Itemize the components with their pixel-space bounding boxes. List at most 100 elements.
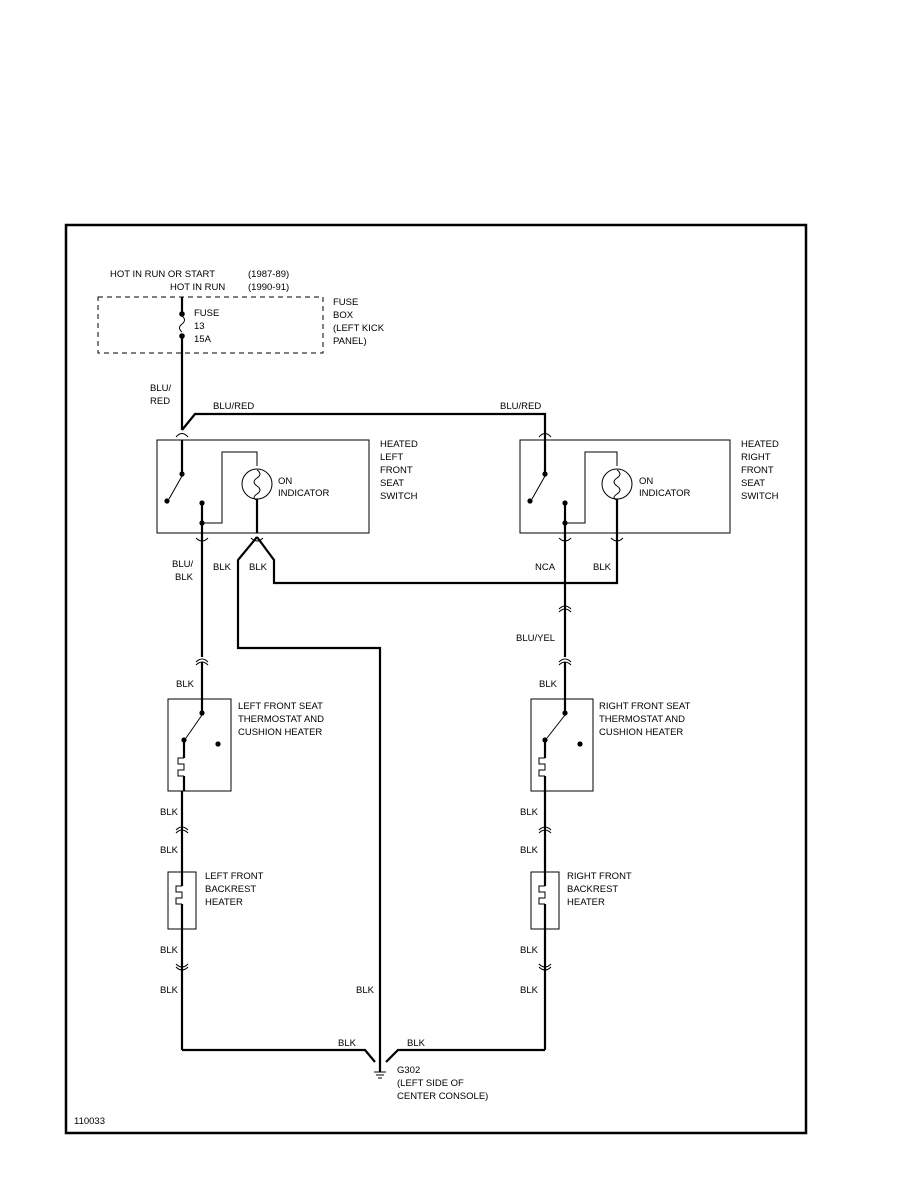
left-switch-label-1: HEATED <box>380 439 418 450</box>
connector-left-switch-top <box>175 433 189 438</box>
left-on-indicator-lamp <box>241 468 273 533</box>
right-switch-label-3: FRONT <box>741 465 774 476</box>
wire-label-blk-p: BLK <box>338 1038 357 1049</box>
wire-label-blk-h: BLK <box>520 807 539 818</box>
wire-label-blk-e: BLK <box>176 679 195 690</box>
wire-label-blk-o: BLK <box>356 985 375 996</box>
right-backrest-heater-element <box>538 885 546 905</box>
wire-label-blu-yel: BLU/YEL <box>516 633 555 644</box>
left-backrest-label-1: LEFT FRONT <box>205 871 264 882</box>
wire-label-blk-a: BLK <box>175 572 194 583</box>
wire-label-blk-m: BLK <box>160 985 179 996</box>
left-indicator-label-1: ON <box>278 476 292 487</box>
fuse-13-symbol <box>179 297 185 353</box>
connector-left-switch-out2 <box>250 537 264 542</box>
wire-label-red: RED <box>150 396 170 407</box>
right-backrest-label-2: BACKREST <box>567 884 618 895</box>
left-thermo-label-1: LEFT FRONT SEAT <box>238 701 323 712</box>
left-switch-label-3: FRONT <box>380 465 413 476</box>
connector-left-mid-1 <box>175 826 189 831</box>
connector-right-inline-1 <box>558 605 572 610</box>
left-switch-label-5: SWITCH <box>380 491 418 502</box>
label-fuse-box-1: FUSE <box>333 297 358 308</box>
label-fuse-box-3: (LEFT KICK <box>333 323 385 334</box>
left-backrest-label-2: BACKREST <box>205 884 256 895</box>
diagram-frame <box>64 223 808 1135</box>
figure-id: 110033 <box>74 1116 105 1127</box>
right-switch-label-1: HEATED <box>741 439 779 450</box>
right-thermo-label-1: RIGHT FRONT SEAT <box>599 701 691 712</box>
label-fuse-box-4: PANEL) <box>333 336 367 347</box>
right-backrest-label-1: RIGHT FRONT <box>567 871 632 882</box>
label-fuse-box-2: BOX <box>333 310 354 321</box>
left-switch-box <box>156 439 370 534</box>
connector-left-thermo-top-1 <box>195 658 209 663</box>
wire-label-blu-red-right: BLU/RED <box>500 401 541 412</box>
ground-label-2: (LEFT SIDE OF <box>397 1078 464 1089</box>
right-thermo-box <box>530 698 594 792</box>
right-on-indicator-lamp <box>601 468 633 533</box>
wire-label-blk-k: BLK <box>160 945 179 956</box>
label-hot-in-run: HOT IN RUN <box>170 282 225 293</box>
wire-blu-red-crossover <box>181 412 547 431</box>
wire-label-blk-l: BLK <box>520 945 539 956</box>
wire-label-blk-f: BLK <box>539 679 558 690</box>
connector-left-low-1 <box>175 963 189 968</box>
wire-label-blu: BLU/ <box>150 383 171 394</box>
wire-right-to-ground <box>385 1048 545 1063</box>
right-thermo-label-2: THERMOSTAT AND <box>599 714 685 725</box>
right-thermo-label-3: CUSHION HEATER <box>599 727 683 738</box>
right-switch-label-5: SWITCH <box>741 491 779 502</box>
label-fuse-number: 13 <box>194 321 205 332</box>
connector-right-inline-2 <box>558 608 572 613</box>
left-switch-label-4: SEAT <box>380 478 404 489</box>
wire-indicator-blk-crossover <box>256 533 619 585</box>
wire-label-blk-n: BLK <box>520 985 539 996</box>
fuse-box-outline <box>97 296 324 354</box>
connector-right-mid-2 <box>538 829 552 834</box>
left-switch-label-2: LEFT <box>380 452 403 463</box>
wire-label-blk-g: BLK <box>160 807 179 818</box>
wire-label-blu-2: BLU/ <box>172 559 193 570</box>
left-backrest-label-3: HEATER <box>205 897 243 908</box>
connector-right-low-2 <box>538 966 552 971</box>
wire-label-blk-j: BLK <box>520 845 539 856</box>
wire-left-indicator-blk-to-ground <box>236 536 382 1063</box>
wire-label-blk-c: BLK <box>249 562 268 573</box>
label-fuse: FUSE <box>194 308 219 319</box>
ground-label-3: CENTER CONSOLE) <box>397 1091 488 1102</box>
ground-label-1: G302 <box>397 1065 420 1076</box>
label-fuse-rating: 15A <box>194 334 212 345</box>
wire-left-to-ground <box>182 1048 376 1063</box>
left-thermostat-switch <box>177 710 221 791</box>
right-indicator-label-2: INDICATOR <box>639 488 691 499</box>
label-hot-in-run-or-start: HOT IN RUN OR START <box>110 269 215 280</box>
ground-symbol-icon <box>374 1062 386 1079</box>
right-indicator-label-1: ON <box>639 476 653 487</box>
label-years-1990-91: (1990-91) <box>248 282 289 293</box>
left-switch-contacts <box>164 440 258 533</box>
right-switch-label-2: RIGHT <box>741 452 771 463</box>
wire-label-blk-q: BLK <box>407 1038 426 1049</box>
left-backrest-heater-element <box>175 885 183 905</box>
connector-right-low-1 <box>538 963 552 968</box>
right-switch-label-4: SEAT <box>741 478 765 489</box>
right-thermostat-switch <box>538 710 583 791</box>
wire-label-blu-red: BLU/RED <box>213 401 254 412</box>
connector-right-thermo-top-1 <box>558 658 572 663</box>
right-switch-box <box>519 439 731 534</box>
wire-label-blk-i: BLK <box>160 845 179 856</box>
left-thermo-box <box>167 698 232 792</box>
label-years-1987-89: (1987-89) <box>248 269 289 280</box>
right-backrest-label-3: HEATER <box>567 897 605 908</box>
left-thermo-label-3: CUSHION HEATER <box>238 727 322 738</box>
right-switch-contacts <box>527 430 618 533</box>
connector-left-mid-2 <box>175 829 189 834</box>
left-thermo-label-2: THERMOSTAT AND <box>238 714 324 725</box>
left-indicator-label-2: INDICATOR <box>278 488 330 499</box>
wire-label-blk-b: BLK <box>213 562 232 573</box>
connector-left-low-2 <box>175 966 189 971</box>
wire-label-nca: NCA <box>535 562 556 573</box>
connector-right-mid-1 <box>538 826 552 831</box>
